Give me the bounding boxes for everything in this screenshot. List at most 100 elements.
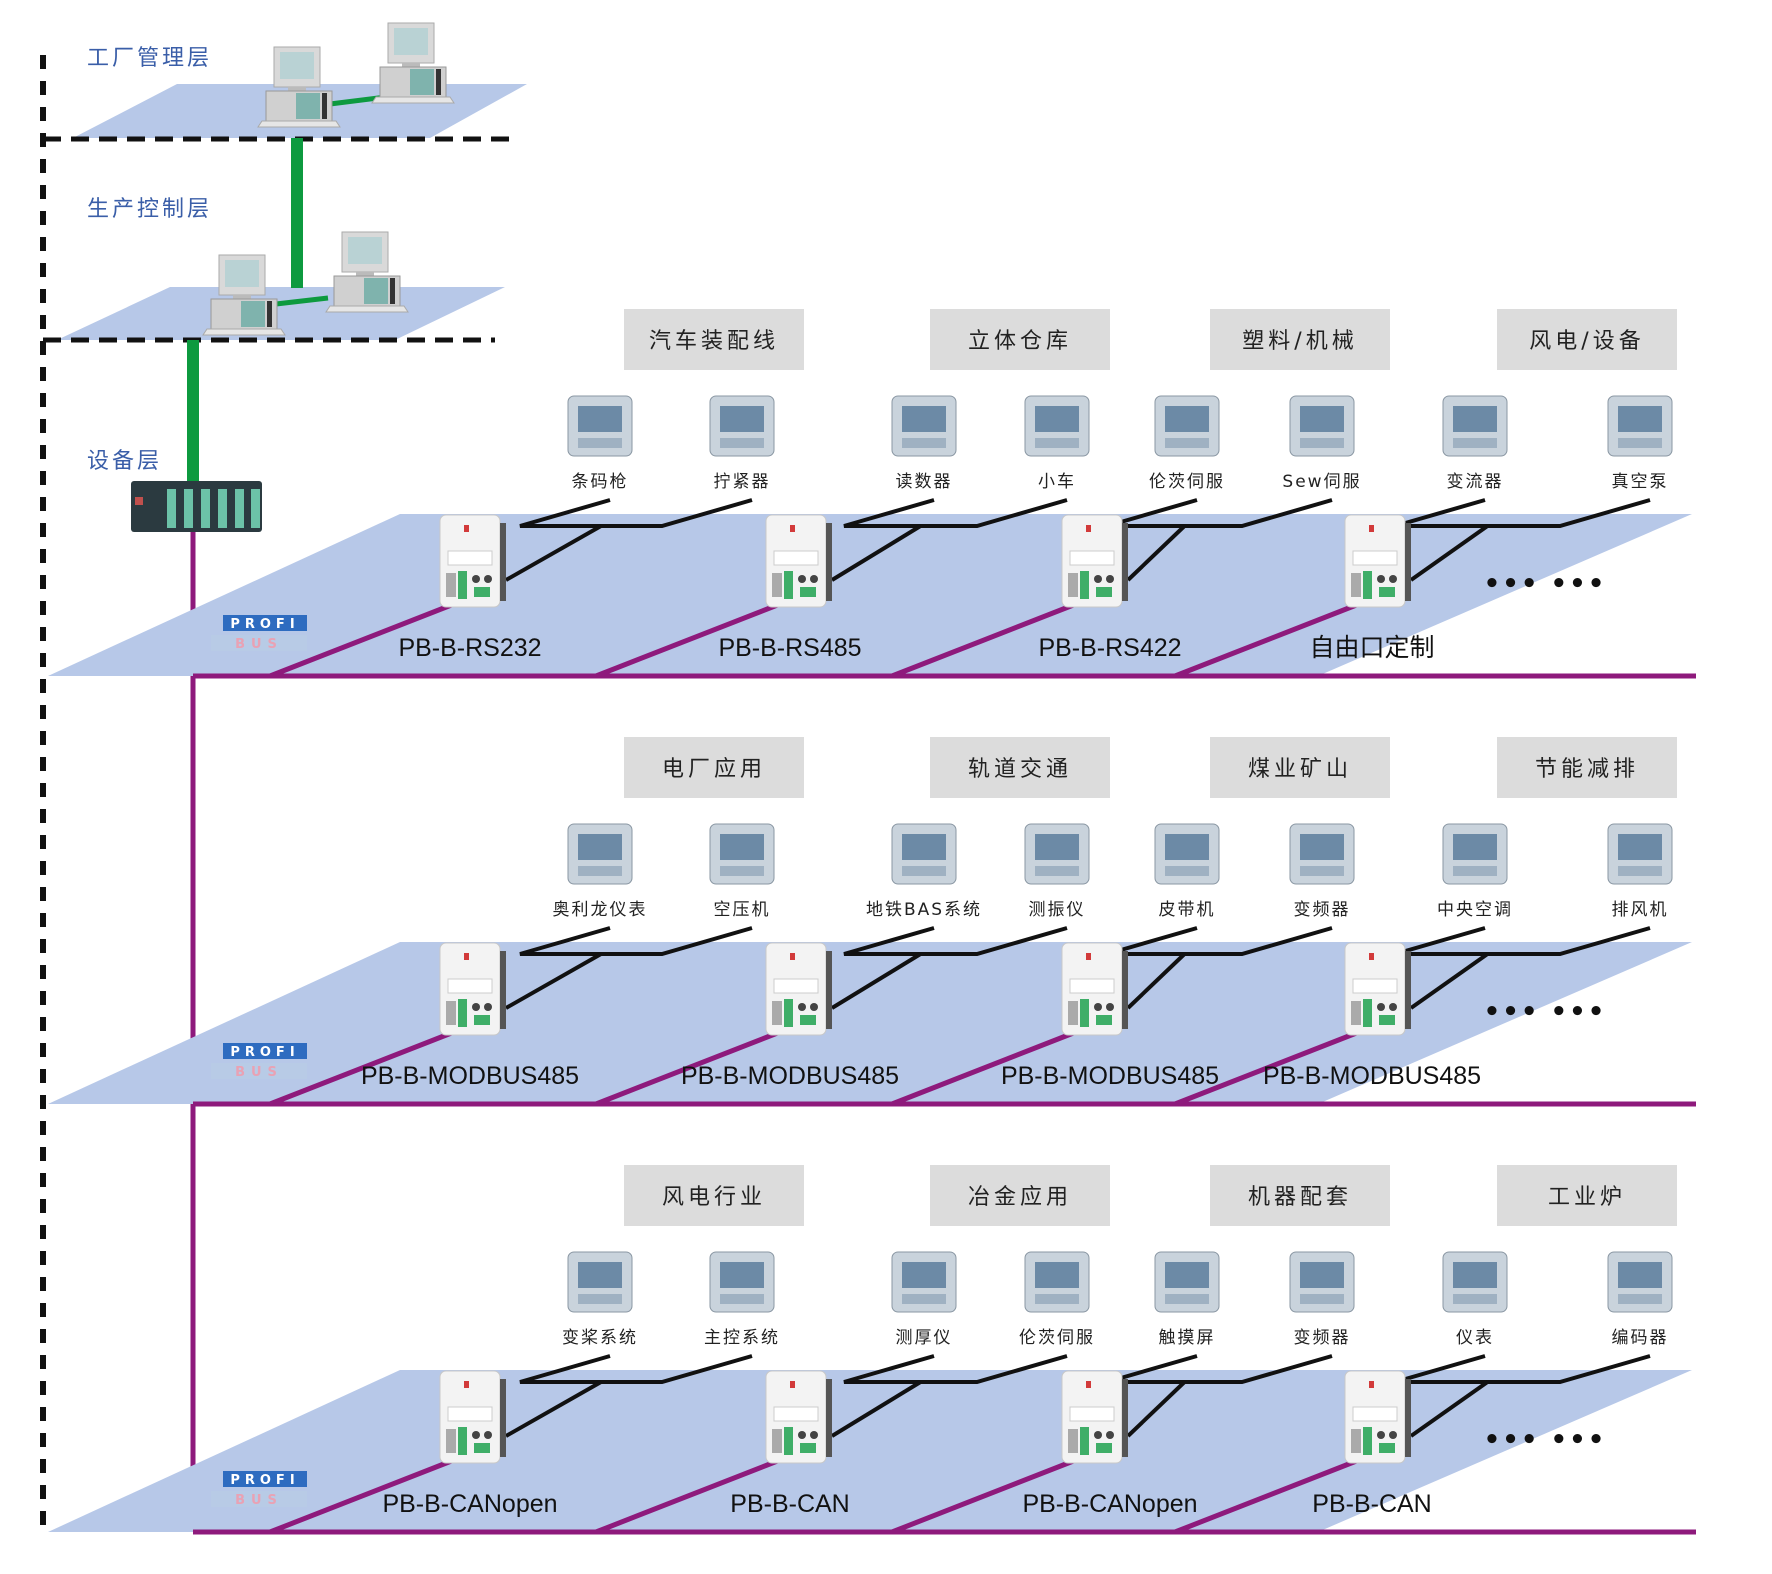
industry-category-label: 汽车装配线	[649, 329, 779, 354]
device-link	[843, 926, 1068, 956]
device-link	[1106, 1354, 1333, 1384]
field-device-label: Sew伺服	[1282, 472, 1361, 492]
profibus-drop	[891, 601, 1077, 679]
barcode-scanner-icon	[567, 395, 633, 457]
industry-category-label: 冶金应用	[968, 1185, 1072, 1210]
module-link	[505, 1380, 602, 1438]
layer-label-factory: 工厂管理层	[87, 46, 212, 71]
industry-category-box: 电厂应用	[624, 737, 804, 798]
touchscreen-icon	[1154, 1251, 1220, 1313]
device-link	[519, 498, 753, 528]
gateway-module-icon	[439, 514, 506, 608]
device-link	[1106, 498, 1333, 528]
industry-category-box: 塑料/机械	[1210, 309, 1390, 370]
inverter-cabinet-icon	[1289, 823, 1355, 885]
profibus-logo-top: PROFI	[230, 1473, 299, 1488]
field-device-label: 地铁BAS系统	[866, 900, 982, 920]
gateway-module-label: PB-B-CANopen	[1022, 1490, 1197, 1518]
layer-label-production: 生产控制层	[87, 197, 212, 222]
computer-icon	[202, 254, 286, 336]
device-link	[843, 1354, 1068, 1384]
field-device-label: 触摸屏	[1159, 1328, 1216, 1348]
module-link	[1126, 524, 1186, 582]
gateway-module-label: PB-B-CANopen	[382, 1490, 557, 1518]
field-device-label: 变频器	[1294, 1328, 1351, 1348]
gateway-module-label: PB-B-MODBUS485	[681, 1062, 899, 1090]
profibus-logo-bottom: BUS	[235, 1065, 283, 1080]
device-link	[1394, 498, 1651, 528]
profibus-drop	[1174, 601, 1360, 679]
industry-category-box: 汽车装配线	[624, 309, 804, 370]
computer-icon	[257, 46, 341, 128]
industry-category-box: 工业炉	[1497, 1165, 1677, 1226]
belt-conveyor-icon	[1154, 823, 1220, 885]
encoder-icon	[1607, 1251, 1673, 1313]
device-link	[1394, 926, 1651, 956]
field-device-label: 读数器	[896, 472, 953, 492]
servo-drive-icon	[1154, 395, 1220, 457]
industry-category-box: 煤业矿山	[1210, 737, 1390, 798]
inverter-icon	[1289, 1251, 1355, 1313]
reader-icon	[891, 395, 957, 457]
device-link	[1394, 1354, 1651, 1384]
gateway-module-icon	[1344, 942, 1411, 1036]
vibration-meter-icon	[1024, 823, 1090, 885]
field-device-label: 仪表	[1456, 1328, 1494, 1348]
gateway-module-icon	[765, 942, 832, 1036]
industry-category-box: 冶金应用	[930, 1165, 1110, 1226]
industry-category-label: 风电/设备	[1529, 329, 1644, 354]
gateway-module-label: PB-B-MODBUS485	[1001, 1062, 1219, 1090]
ethernet-link-production	[275, 295, 329, 307]
field-device-label: 奥利龙仪表	[553, 900, 648, 920]
device-link	[843, 498, 1068, 528]
industry-category-box: 立体仓库	[930, 309, 1110, 370]
industry-category-box: 机器配套	[1210, 1165, 1390, 1226]
industry-category-box: 节能减排	[1497, 737, 1677, 798]
layer-label-device: 设备层	[87, 449, 162, 474]
field-device-label: 小车	[1038, 472, 1076, 492]
industry-category-label: 立体仓库	[968, 329, 1072, 354]
profibus-drop	[1174, 1457, 1360, 1535]
field-device-label: 编码器	[1612, 1328, 1669, 1348]
more-devices-ellipsis: ••• •••	[1484, 1425, 1607, 1455]
profibus-drop	[1174, 1029, 1360, 1107]
gateway-module-icon	[1344, 514, 1411, 608]
field-device-label: 主控系统	[704, 1328, 780, 1348]
gateway-module-icon	[765, 514, 832, 608]
gateway-module-label: PB-B-RS232	[398, 634, 541, 662]
field-device-label: 测厚仪	[896, 1328, 953, 1348]
gateway-module-icon	[1061, 514, 1128, 608]
profibus-drop	[269, 601, 455, 679]
field-device-label: 测振仪	[1029, 900, 1086, 920]
module-link	[1409, 1380, 1489, 1438]
subway-icon	[891, 823, 957, 885]
gateway-module-label: PB-B-MODBUS485	[361, 1062, 579, 1090]
wind-turbine-icon	[567, 1251, 633, 1313]
gateway-module-icon	[439, 942, 506, 1036]
profibus-drop	[595, 1029, 781, 1107]
field-device-label: 中央空调	[1437, 900, 1513, 920]
gateway-module-icon	[1061, 1370, 1128, 1464]
thickness-gauge-icon	[891, 1251, 957, 1313]
field-device-label: 伦茨伺服	[1019, 1328, 1095, 1348]
industry-category-box: 轨道交通	[930, 737, 1110, 798]
meter-icon	[567, 823, 633, 885]
central-ac-icon	[1442, 823, 1508, 885]
fieldbus-row-1: PROFIBUS汽车装配线立体仓库塑料/机械风电/设备条码枪拧紧器读数器小车伦茨…	[48, 309, 1696, 679]
servo-drive-icon	[1024, 1251, 1090, 1313]
gateway-module-label: 自由口定制	[1309, 634, 1434, 662]
industry-category-label: 节能减排	[1535, 757, 1639, 782]
forklift-icon	[1024, 395, 1090, 457]
converter-cabinet-icon	[1442, 395, 1508, 457]
field-device-label: 皮带机	[1159, 900, 1216, 920]
more-devices-ellipsis: ••• •••	[1484, 997, 1607, 1027]
module-link	[505, 952, 602, 1010]
field-device-label: 排风机	[1612, 900, 1669, 920]
exhaust-fan-icon	[1607, 823, 1673, 885]
gateway-module-icon	[439, 1370, 506, 1464]
module-link	[830, 952, 922, 1010]
gateway-module-icon	[765, 1370, 832, 1464]
gateway-module-label: PB-B-MODBUS485	[1263, 1062, 1481, 1090]
gateway-module-label: PB-B-CAN	[1312, 1490, 1431, 1518]
